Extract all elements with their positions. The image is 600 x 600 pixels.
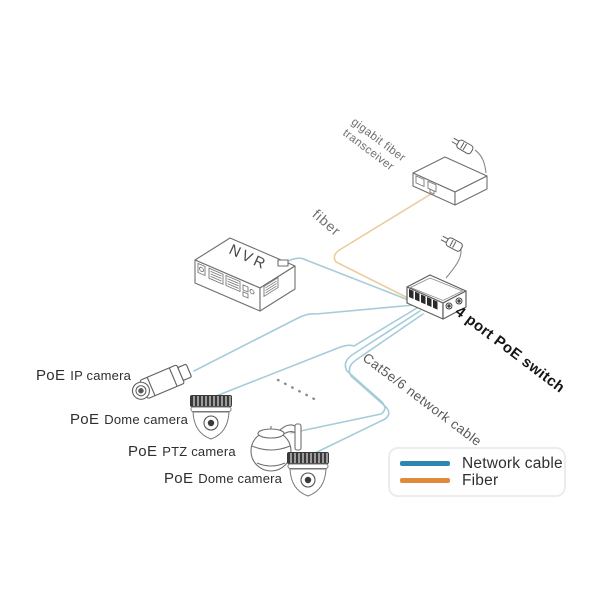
legend: Network cable Fiber xyxy=(388,447,566,497)
nvr-device: NVR xyxy=(194,237,296,312)
cable-dome-camera-2 xyxy=(314,313,424,454)
legend-label: Fiber xyxy=(462,471,499,489)
cable-dome-camera-1 xyxy=(215,307,418,397)
poe-switch-device xyxy=(406,235,467,320)
nvr-side-vent xyxy=(263,276,279,298)
network-cable-swatch xyxy=(400,461,450,466)
ptz-camera xyxy=(250,423,302,472)
switch-side-connectors xyxy=(445,297,463,310)
power-plug-icon xyxy=(451,137,474,155)
switch-lid-line xyxy=(409,277,464,301)
cable-fiber xyxy=(333,193,432,299)
ptz-mount-bracket xyxy=(294,423,302,451)
switch-ports xyxy=(409,288,438,310)
bullet-camera xyxy=(131,363,192,400)
nvr-cable-stub xyxy=(277,259,289,267)
legend-item-network-cable: Network cable xyxy=(400,455,564,472)
power-plug-icon xyxy=(440,235,463,252)
fiber-transceiver-device xyxy=(412,137,488,206)
cable-ptz-camera xyxy=(290,310,421,434)
fiber-swatch xyxy=(400,478,450,483)
ellipsis-dots xyxy=(276,378,320,403)
legend-item-fiber: Fiber xyxy=(400,472,564,489)
legend-label: Network cable xyxy=(462,454,563,472)
dome-camera-1 xyxy=(190,395,232,440)
cable-ip-camera xyxy=(193,304,415,372)
transceiver-ports xyxy=(415,175,437,195)
transceiver-power-wire xyxy=(474,149,487,174)
nvr-front-vents xyxy=(197,262,255,299)
dome-camera-2 xyxy=(287,452,329,497)
